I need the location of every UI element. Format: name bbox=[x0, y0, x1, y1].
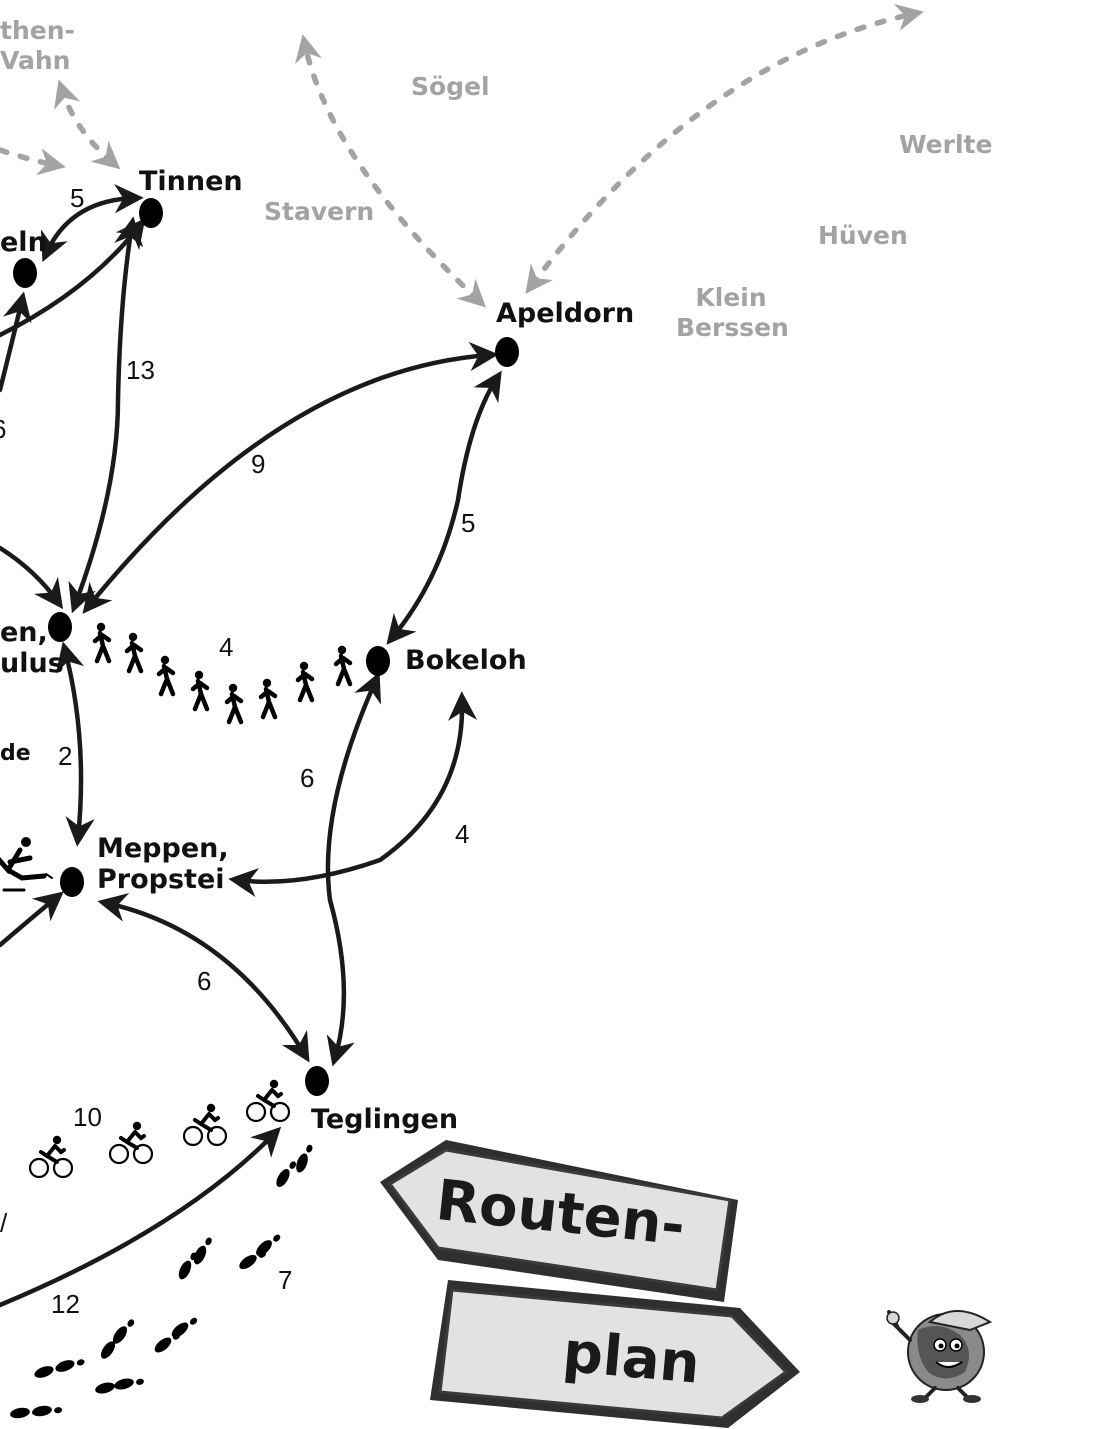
place-label-bokeloh: Bokeloh bbox=[405, 645, 527, 676]
place-label-line: Klein bbox=[695, 283, 767, 312]
distance-label: 13 bbox=[126, 355, 155, 385]
walking-person-icon bbox=[95, 623, 109, 661]
dot-upper-left bbox=[13, 258, 37, 288]
place-label-line: Meppen, bbox=[97, 833, 229, 864]
walking-person-icon bbox=[261, 679, 275, 717]
distance-label: 2 bbox=[58, 741, 73, 771]
place-label-line: Propstei bbox=[97, 864, 225, 896]
route-center-meppen bbox=[55, 641, 95, 847]
place-label-meppen-propstei: Meppen, Propstei bbox=[97, 833, 229, 895]
footprint-icon bbox=[253, 1230, 282, 1259]
route-apeldorn-bokeloh bbox=[386, 370, 502, 645]
walking-person-icon bbox=[193, 671, 207, 709]
dot-apeldorn bbox=[495, 337, 519, 367]
outer-routes bbox=[0, 4, 924, 308]
walking-person-icon bbox=[159, 656, 173, 694]
route-tinnen-north bbox=[54, 79, 121, 170]
distance-label: 9 bbox=[251, 449, 266, 479]
dot-meppen-propstei bbox=[60, 867, 84, 897]
dot-center bbox=[48, 612, 72, 642]
signpost-plan bbox=[430, 1280, 800, 1428]
footprint-icon bbox=[293, 1142, 314, 1175]
footprint-icon bbox=[191, 1234, 213, 1267]
footprint-icon bbox=[110, 1315, 136, 1347]
place-label-soegel: Sögel bbox=[411, 72, 490, 101]
place-label-partial-lower-left: de bbox=[0, 741, 31, 766]
route-apeldorn-center bbox=[82, 341, 499, 614]
place-label-line: then- bbox=[0, 16, 75, 45]
route-left-teglingen bbox=[0, 1126, 282, 1308]
route-apeldorn-soegel bbox=[295, 34, 486, 308]
place-label-werlte: Werlte bbox=[899, 130, 993, 159]
distance-label: 12 bbox=[51, 1289, 80, 1319]
walking-person-icon bbox=[127, 633, 141, 671]
walking-person-icon bbox=[227, 684, 241, 722]
footprint-icon bbox=[176, 1249, 198, 1282]
cyclist-icon bbox=[108, 1119, 154, 1165]
cyclist-icon bbox=[245, 1077, 291, 1123]
place-label-partial-mid-left: en, ulus bbox=[0, 617, 64, 679]
footprint-icon bbox=[98, 1330, 124, 1362]
footprint-icon bbox=[113, 1373, 145, 1392]
distance-label: 7 bbox=[278, 1265, 293, 1295]
place-label-line: Berssen bbox=[676, 313, 789, 342]
cyclist-icon bbox=[28, 1133, 74, 1179]
walking-person-icon bbox=[336, 646, 350, 684]
signpost-routen bbox=[380, 1140, 738, 1302]
distance-label: / bbox=[0, 1208, 8, 1238]
place-label-partial-upper-left: eln bbox=[0, 227, 47, 258]
distance-label: 5 bbox=[461, 508, 476, 538]
route-left-meppen bbox=[0, 891, 64, 948]
distance-label: 10 bbox=[73, 1102, 102, 1132]
distance-label: 6 bbox=[300, 763, 315, 793]
place-label-line: ulus bbox=[0, 648, 64, 680]
distance-label: 4 bbox=[219, 632, 234, 662]
distance-label: 5 bbox=[70, 183, 85, 213]
route-left-center bbox=[0, 545, 64, 610]
globe-mascot-icon bbox=[886, 1310, 993, 1403]
route-meppen-bokeloh bbox=[228, 691, 478, 898]
footprint-icon bbox=[53, 1354, 86, 1375]
place-label-line: Vahn bbox=[0, 46, 71, 75]
place-markers bbox=[13, 198, 519, 1096]
place-label-partial-top-left: then- Vahn bbox=[0, 16, 75, 76]
distance-label: 6 bbox=[0, 414, 6, 445]
route-apeldorn-werlte bbox=[525, 4, 924, 294]
place-label-teglingen: Teglingen bbox=[311, 1104, 459, 1135]
cycling-route-icons bbox=[28, 1077, 291, 1179]
distance-label: 6 bbox=[197, 966, 212, 996]
place-label-klein-berssen: Klein Berssen bbox=[676, 283, 789, 343]
dot-bokeloh bbox=[366, 646, 390, 676]
distance-label: 4 bbox=[455, 819, 470, 849]
place-label-stavern: Stavern bbox=[264, 197, 375, 226]
route-left-upper-left bbox=[0, 291, 32, 393]
place-label-apeldorn: Apeldorn bbox=[496, 298, 635, 329]
place-label-line: en, bbox=[0, 617, 48, 648]
route-meppen-teglingen bbox=[97, 893, 310, 1063]
footprint-icon bbox=[31, 1402, 63, 1418]
route-tinnen-upper-left bbox=[40, 184, 144, 263]
footprint-icon bbox=[273, 1158, 298, 1190]
place-label-tinnen: Tinnen bbox=[139, 166, 243, 197]
dot-teglingen bbox=[305, 1066, 329, 1096]
main-routes bbox=[0, 184, 502, 1308]
dot-tinnen bbox=[139, 198, 163, 228]
inline-skater-icon bbox=[0, 837, 53, 892]
route-left-edge-tinnen bbox=[0, 147, 66, 176]
place-label-hueven: Hüven bbox=[818, 221, 908, 250]
walking-person-icon bbox=[298, 662, 312, 700]
cyclist-icon bbox=[182, 1101, 228, 1147]
signpost-title-line2: plan bbox=[560, 1320, 703, 1397]
